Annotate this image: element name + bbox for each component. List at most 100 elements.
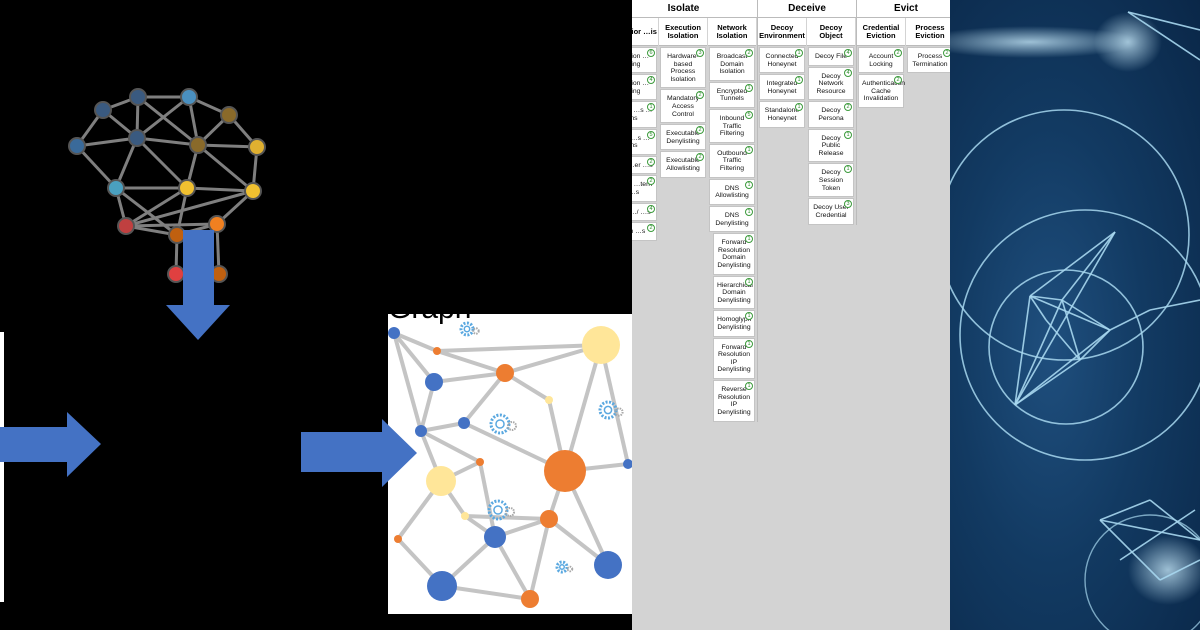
technique-header[interactable]: Decoy Object bbox=[807, 18, 855, 46]
technique-card-label: …ion …s …ns bbox=[632, 107, 653, 123]
graph-node bbox=[388, 327, 400, 339]
graph-edge bbox=[392, 331, 436, 384]
technique-card[interactable]: …a …er …s2 bbox=[632, 155, 657, 175]
technique-card-label: Hardware-based Process Isolation bbox=[667, 53, 699, 83]
technique-card[interactable]: …n …s2 bbox=[632, 222, 657, 241]
wire-edge bbox=[1159, 559, 1200, 581]
graph-edge bbox=[436, 343, 602, 353]
count-badge: 2 bbox=[696, 91, 704, 100]
wire-edge bbox=[1061, 299, 1111, 331]
count-badge: 1 bbox=[745, 339, 753, 348]
wire-circle bbox=[959, 209, 1200, 461]
brain-node bbox=[220, 106, 238, 124]
graph-edge bbox=[599, 344, 630, 465]
technique-card-label: Reverse Resolution IP Denylisting bbox=[717, 386, 751, 416]
graph-node bbox=[540, 510, 558, 528]
technique-card[interactable]: …e …s …ns5 bbox=[632, 128, 657, 155]
technique-card[interactable]: …ion …tern …s2 bbox=[632, 175, 657, 202]
count-badge: 5 bbox=[745, 111, 753, 120]
brain-edge bbox=[136, 136, 199, 147]
technique-card-label: Integrated Honeynet bbox=[766, 80, 798, 95]
brain-node bbox=[210, 265, 228, 283]
brain-node bbox=[117, 217, 135, 235]
technique-card-label: Decoy User Credential bbox=[813, 204, 849, 219]
technique-header[interactable]: Execution Isolation bbox=[659, 18, 707, 46]
technique-card-label: …n …s bbox=[632, 228, 646, 236]
technique-card-label: …ion …tern …s bbox=[632, 181, 653, 197]
technique-header[interactable]: …havior …is bbox=[632, 18, 658, 46]
technique-card[interactable]: …ation …ding4 bbox=[632, 74, 657, 101]
brain-edge bbox=[114, 137, 139, 189]
graph-edge bbox=[393, 331, 438, 353]
brain-edge bbox=[115, 186, 178, 237]
brain-node bbox=[180, 88, 198, 106]
wire-edge bbox=[1099, 519, 1161, 581]
tactic-header[interactable]: Evict bbox=[857, 0, 950, 18]
brain-node bbox=[129, 88, 147, 106]
count-badge: 4 bbox=[844, 49, 852, 57]
graph-network-diagram bbox=[388, 321, 632, 608]
technique-card-label: Executable Denylisting bbox=[666, 130, 700, 145]
count-badge: 1 bbox=[745, 180, 753, 189]
technique-header[interactable]: Credential Eviction bbox=[857, 18, 905, 46]
technique-card-label: Decoy Network Resource bbox=[816, 72, 846, 95]
technique-header[interactable]: Network Isolation bbox=[708, 18, 756, 46]
graph-node bbox=[582, 326, 620, 364]
wire-edge bbox=[1127, 11, 1200, 31]
graph-node bbox=[496, 364, 514, 382]
count-badge: 1 bbox=[745, 277, 753, 286]
technique-card[interactable]: …ion …s …ns1 bbox=[632, 101, 657, 128]
brain-edge bbox=[76, 136, 138, 148]
technique-card-label: Standalone Honeynet bbox=[764, 107, 800, 123]
blue-abstract-panel bbox=[950, 0, 1200, 630]
technique-card-label: Forward Resolution IP Denylisting bbox=[717, 343, 751, 374]
technique-card-label: Inbound Traffic Filtering bbox=[719, 115, 745, 138]
graph-node bbox=[484, 526, 506, 548]
wire-edge bbox=[1029, 231, 1116, 297]
wire-edge bbox=[1014, 329, 1111, 406]
wire-circle bbox=[1084, 514, 1200, 630]
count-badge: 2 bbox=[844, 103, 852, 112]
wire-edge bbox=[1045, 319, 1081, 361]
graph-edge bbox=[433, 371, 506, 384]
technique-card-label: Hierarchical Domain Denylisting bbox=[717, 281, 753, 304]
wire-edge bbox=[1149, 499, 1200, 541]
technique-header[interactable]: Process Eviction bbox=[906, 18, 950, 46]
technique-card[interactable]: …n …/ …s4 bbox=[632, 202, 657, 222]
graph-node bbox=[461, 512, 469, 520]
wire-edge bbox=[1014, 299, 1063, 406]
technique-card[interactable]: …ation …ding6 bbox=[632, 47, 657, 74]
wire-edge bbox=[1099, 519, 1200, 541]
tactic-header[interactable]: Isolate bbox=[632, 0, 757, 18]
graph-node bbox=[594, 551, 622, 579]
tactic-header[interactable]: Deceive bbox=[758, 0, 856, 18]
technique-header[interactable]: Decoy Environment bbox=[758, 18, 806, 46]
